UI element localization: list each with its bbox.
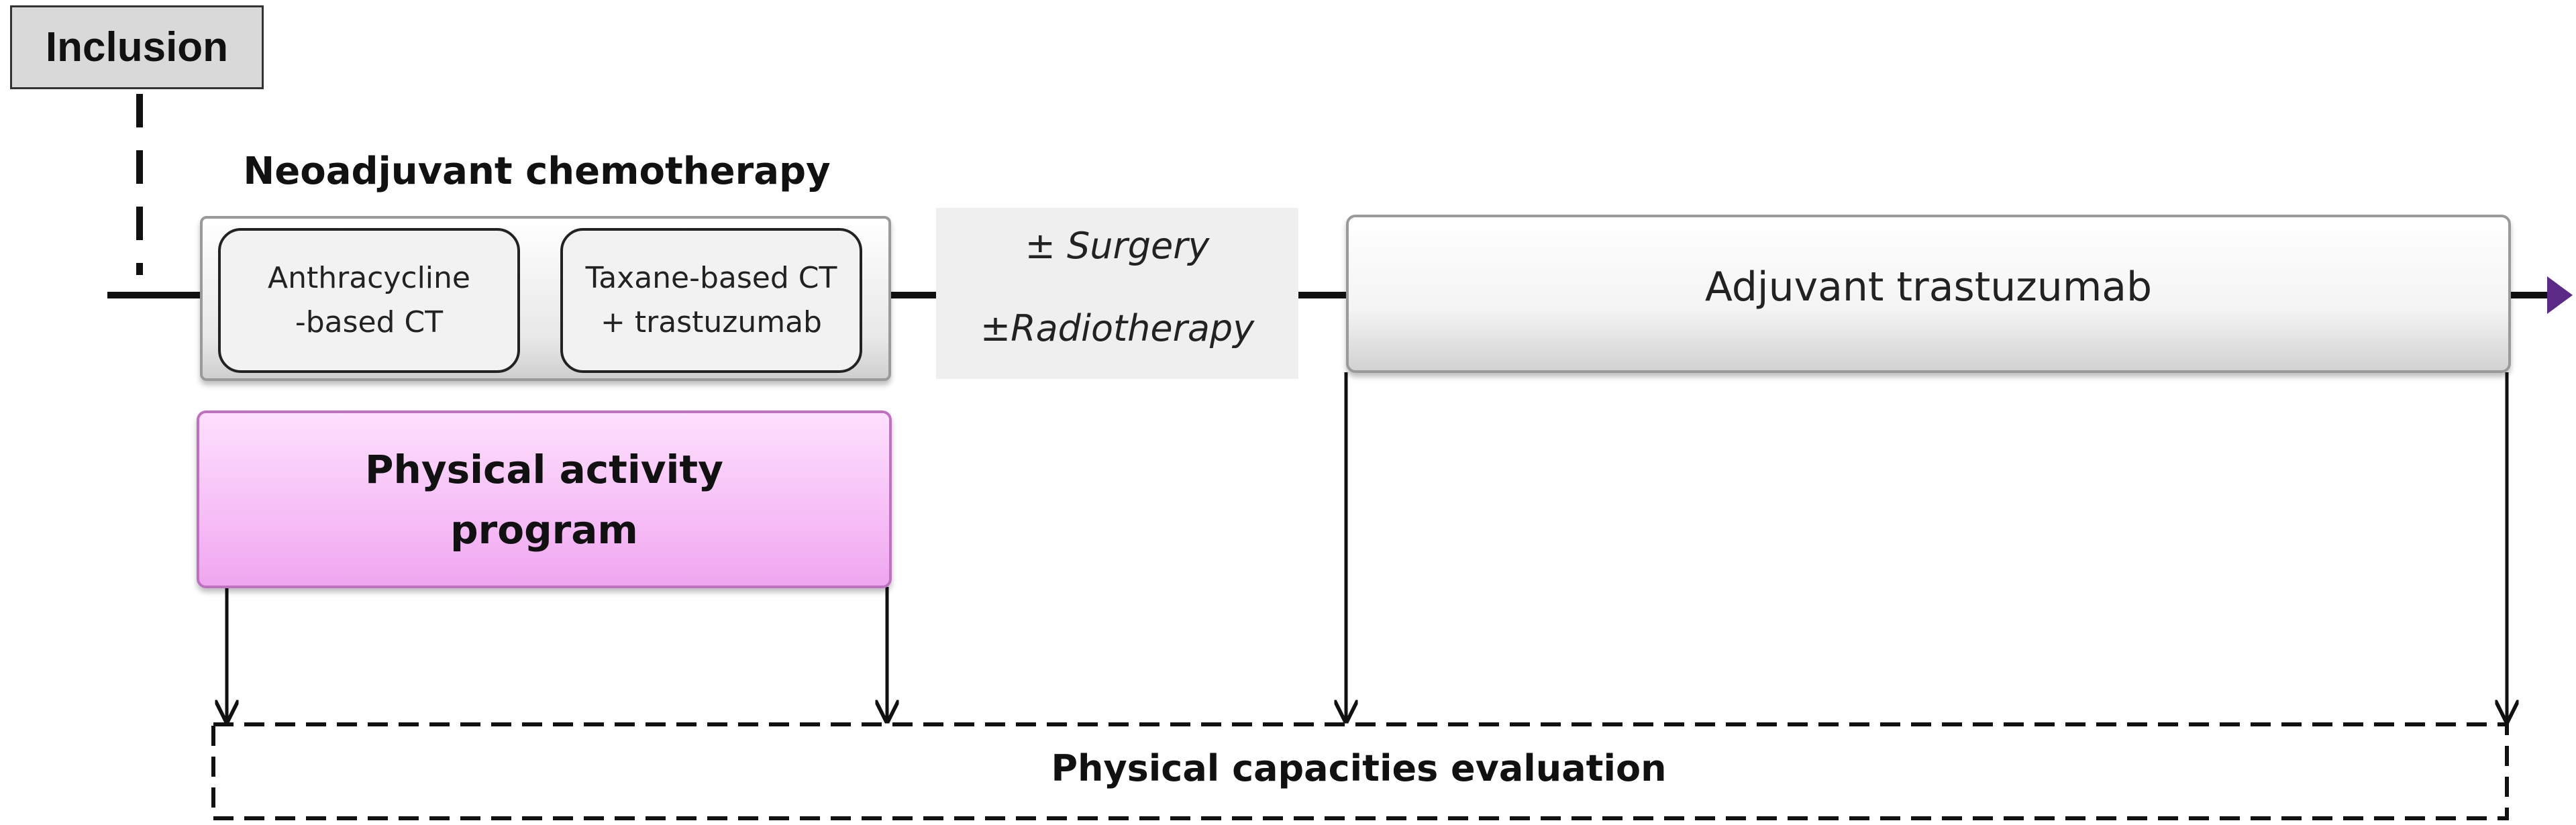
adjuvant-trastuzumab-label: Adjuvant trastuzumab [1704, 264, 2153, 311]
timeline-arrow-head [2547, 276, 2573, 314]
surgery-label: ± Surgery [1025, 225, 1210, 267]
radiotherapy-label: ±Radiotherapy [980, 307, 1255, 349]
adjuvant-trastuzumab-box: Adjuvant trastuzumab [1346, 215, 2511, 373]
physical-activity-program-box: Physical activity program [197, 410, 892, 588]
inclusion-box: Inclusion [10, 5, 264, 89]
physical-capacities-evaluation-label: Physical capacities evaluation [1051, 747, 1667, 789]
taxane-box: Taxane-based CT + trastuzumab [560, 228, 862, 373]
anthracycline-box: Anthracycline -based CT [218, 228, 520, 373]
neoadjuvant-title: Neoadjuvant chemotherapy [243, 149, 831, 193]
surgery-radiotherapy-box [936, 208, 1298, 379]
inclusion-label: Inclusion [45, 24, 229, 70]
evaluation-dashed-box [211, 722, 2509, 820]
